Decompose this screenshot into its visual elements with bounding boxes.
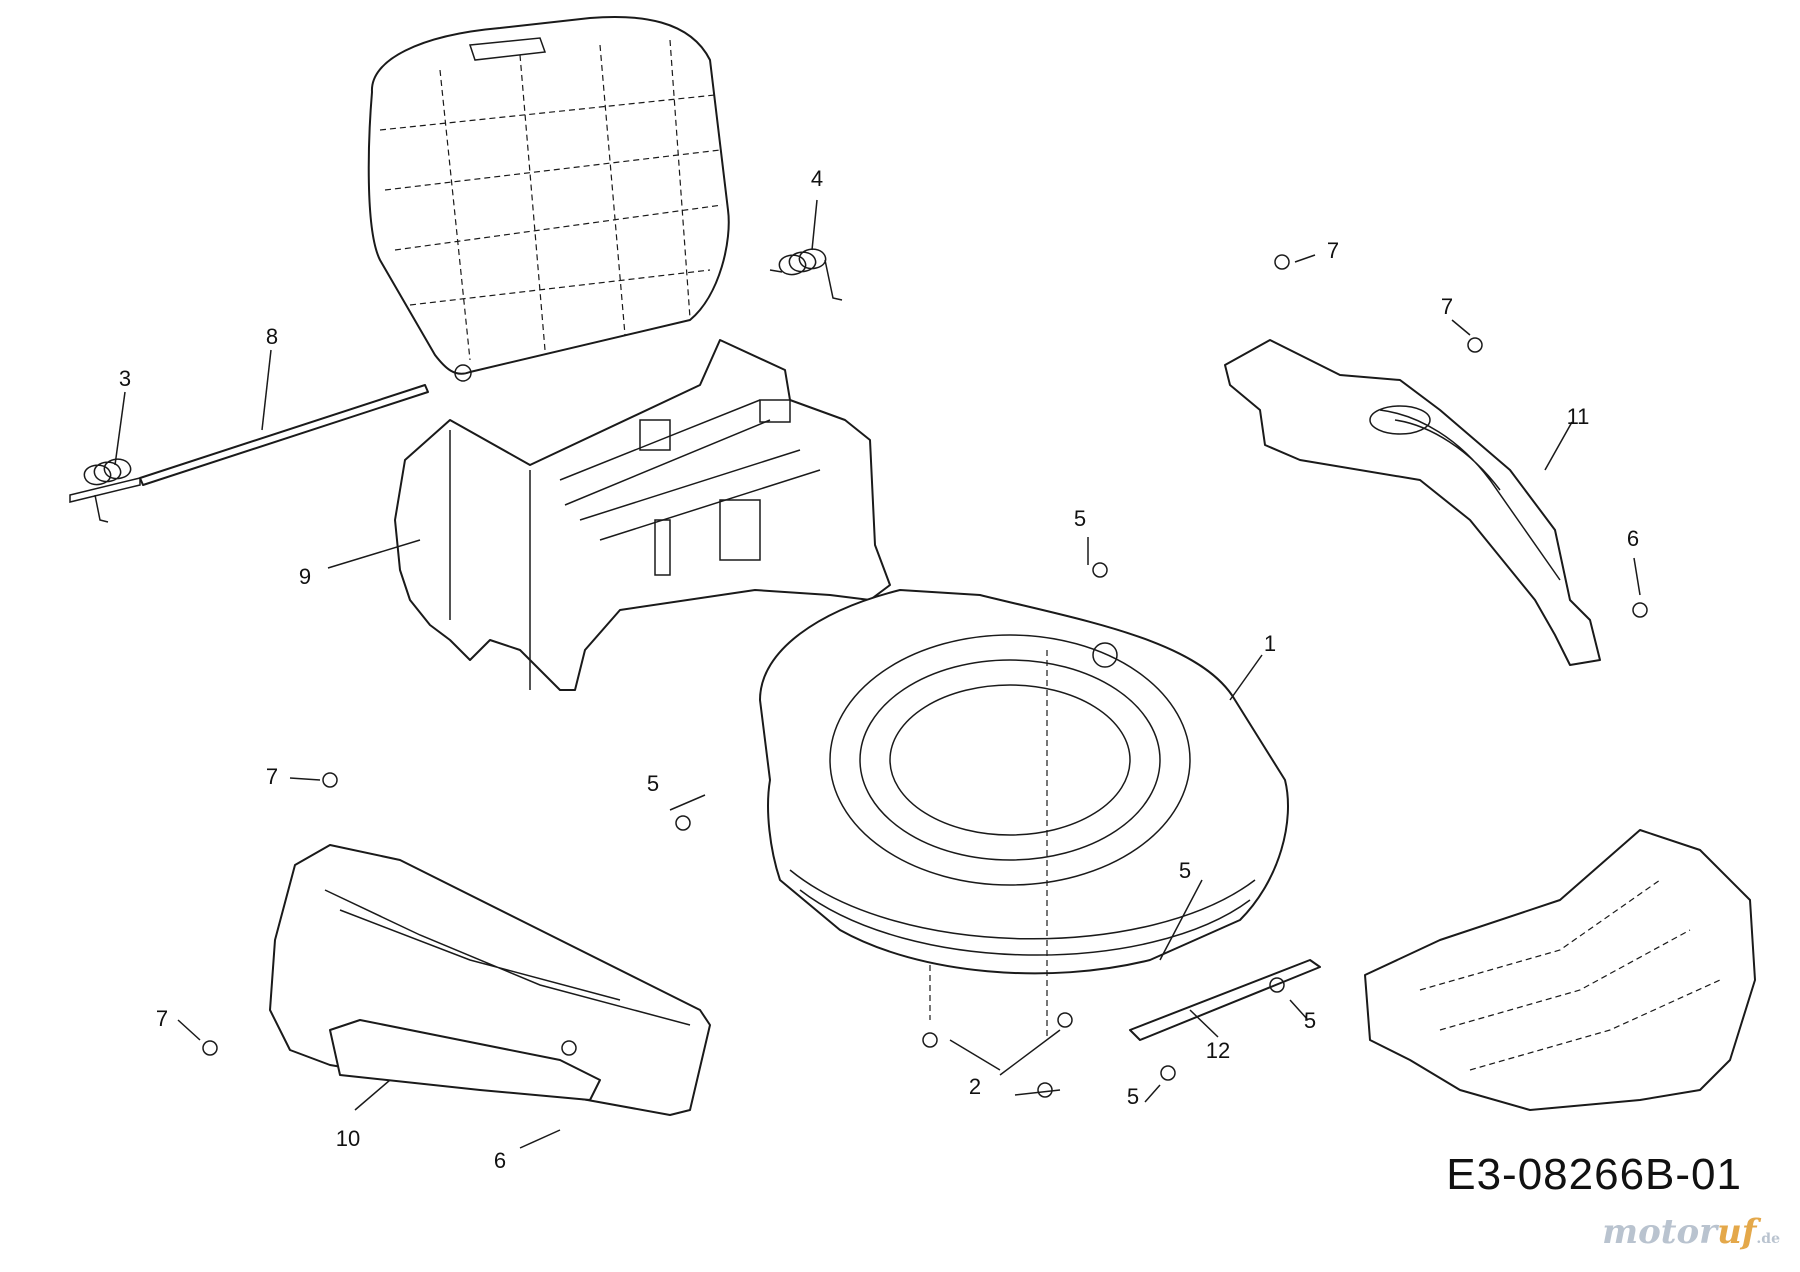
- callout-9: 9: [299, 564, 311, 589]
- callout-5b: 5: [647, 771, 659, 796]
- callout-10: 10: [336, 1126, 360, 1151]
- spring-3: [69, 458, 141, 523]
- side-cover-10: [269, 844, 711, 1116]
- callout-6b: 6: [494, 1148, 506, 1173]
- callout-7a: 7: [1327, 238, 1339, 263]
- screws: [202, 254, 1648, 1098]
- callout-5a: 5: [1074, 506, 1086, 531]
- spring-4: [769, 248, 843, 301]
- callout-4: 4: [811, 166, 823, 191]
- callout-7c: 7: [266, 764, 278, 789]
- callout-12: 12: [1206, 1038, 1230, 1063]
- drawing-number: E3-08266B-01: [1446, 1150, 1742, 1199]
- callout-8: 8: [266, 324, 278, 349]
- grass-bag: [367, 15, 730, 382]
- front-cover: [1364, 829, 1756, 1111]
- callout-11: 11: [1567, 404, 1590, 429]
- callout-2: 2: [969, 1074, 981, 1099]
- callout-5c: 5: [1179, 858, 1191, 883]
- deck-1: [759, 589, 1289, 1040]
- callout-3: 3: [119, 366, 131, 391]
- rear-housing-9: [394, 339, 891, 691]
- callout-6a: 6: [1627, 526, 1639, 551]
- leader-lines: [114, 199, 1641, 1149]
- rod-8: [139, 384, 429, 486]
- callout-1: 1: [1264, 631, 1276, 656]
- watermark-logo: motoruf.de: [1602, 1212, 1780, 1252]
- side-cover-11: [1224, 339, 1601, 666]
- callout-5e: 5: [1127, 1084, 1139, 1109]
- callout-5d: 5: [1304, 1008, 1316, 1033]
- blade-12: [1129, 959, 1321, 1041]
- callout-7d: 7: [156, 1006, 168, 1031]
- callout-7b: 7: [1441, 294, 1453, 319]
